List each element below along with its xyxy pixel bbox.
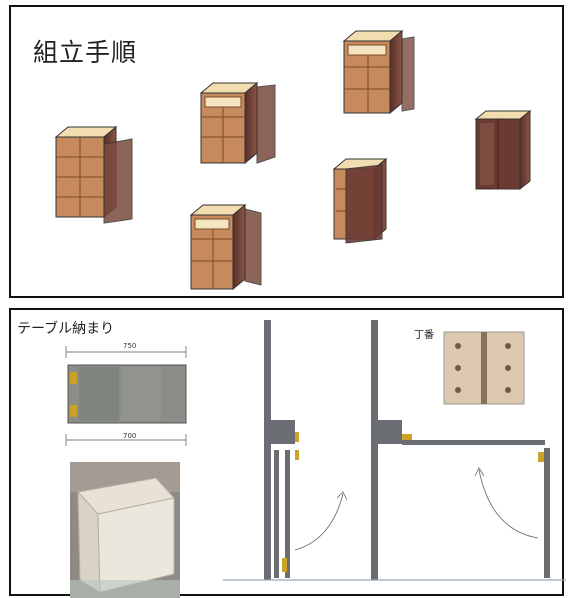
cabinet-step-2 <box>199 81 276 165</box>
table-photo <box>70 462 180 598</box>
table-plan-drawing <box>65 346 187 446</box>
section-drawing-left <box>264 320 348 580</box>
cabinet-step-6 <box>474 109 532 191</box>
dimension-bottom-width: 700 <box>123 432 137 440</box>
section-drawing-right <box>371 320 550 580</box>
dimension-top-width: 750 <box>123 342 137 350</box>
assembly-title: 組立手順 <box>33 38 138 67</box>
table-fit-panel: テーブル納まり 丁番 750 700 350 <box>9 308 566 598</box>
assembly-illustrations <box>54 29 532 291</box>
cabinet-step-3 <box>342 29 415 115</box>
table-fit-title: テーブル納まり <box>17 321 115 337</box>
hinge-label: 丁番 <box>414 330 434 341</box>
assembly-steps-panel: 組立手順 <box>9 5 564 298</box>
cabinet-step-4 <box>189 203 262 291</box>
cabinet-step-1 <box>54 125 133 224</box>
cabinet-step-5 <box>332 157 388 244</box>
hinge-photo <box>443 331 525 405</box>
table-fit-drawings <box>65 320 566 598</box>
